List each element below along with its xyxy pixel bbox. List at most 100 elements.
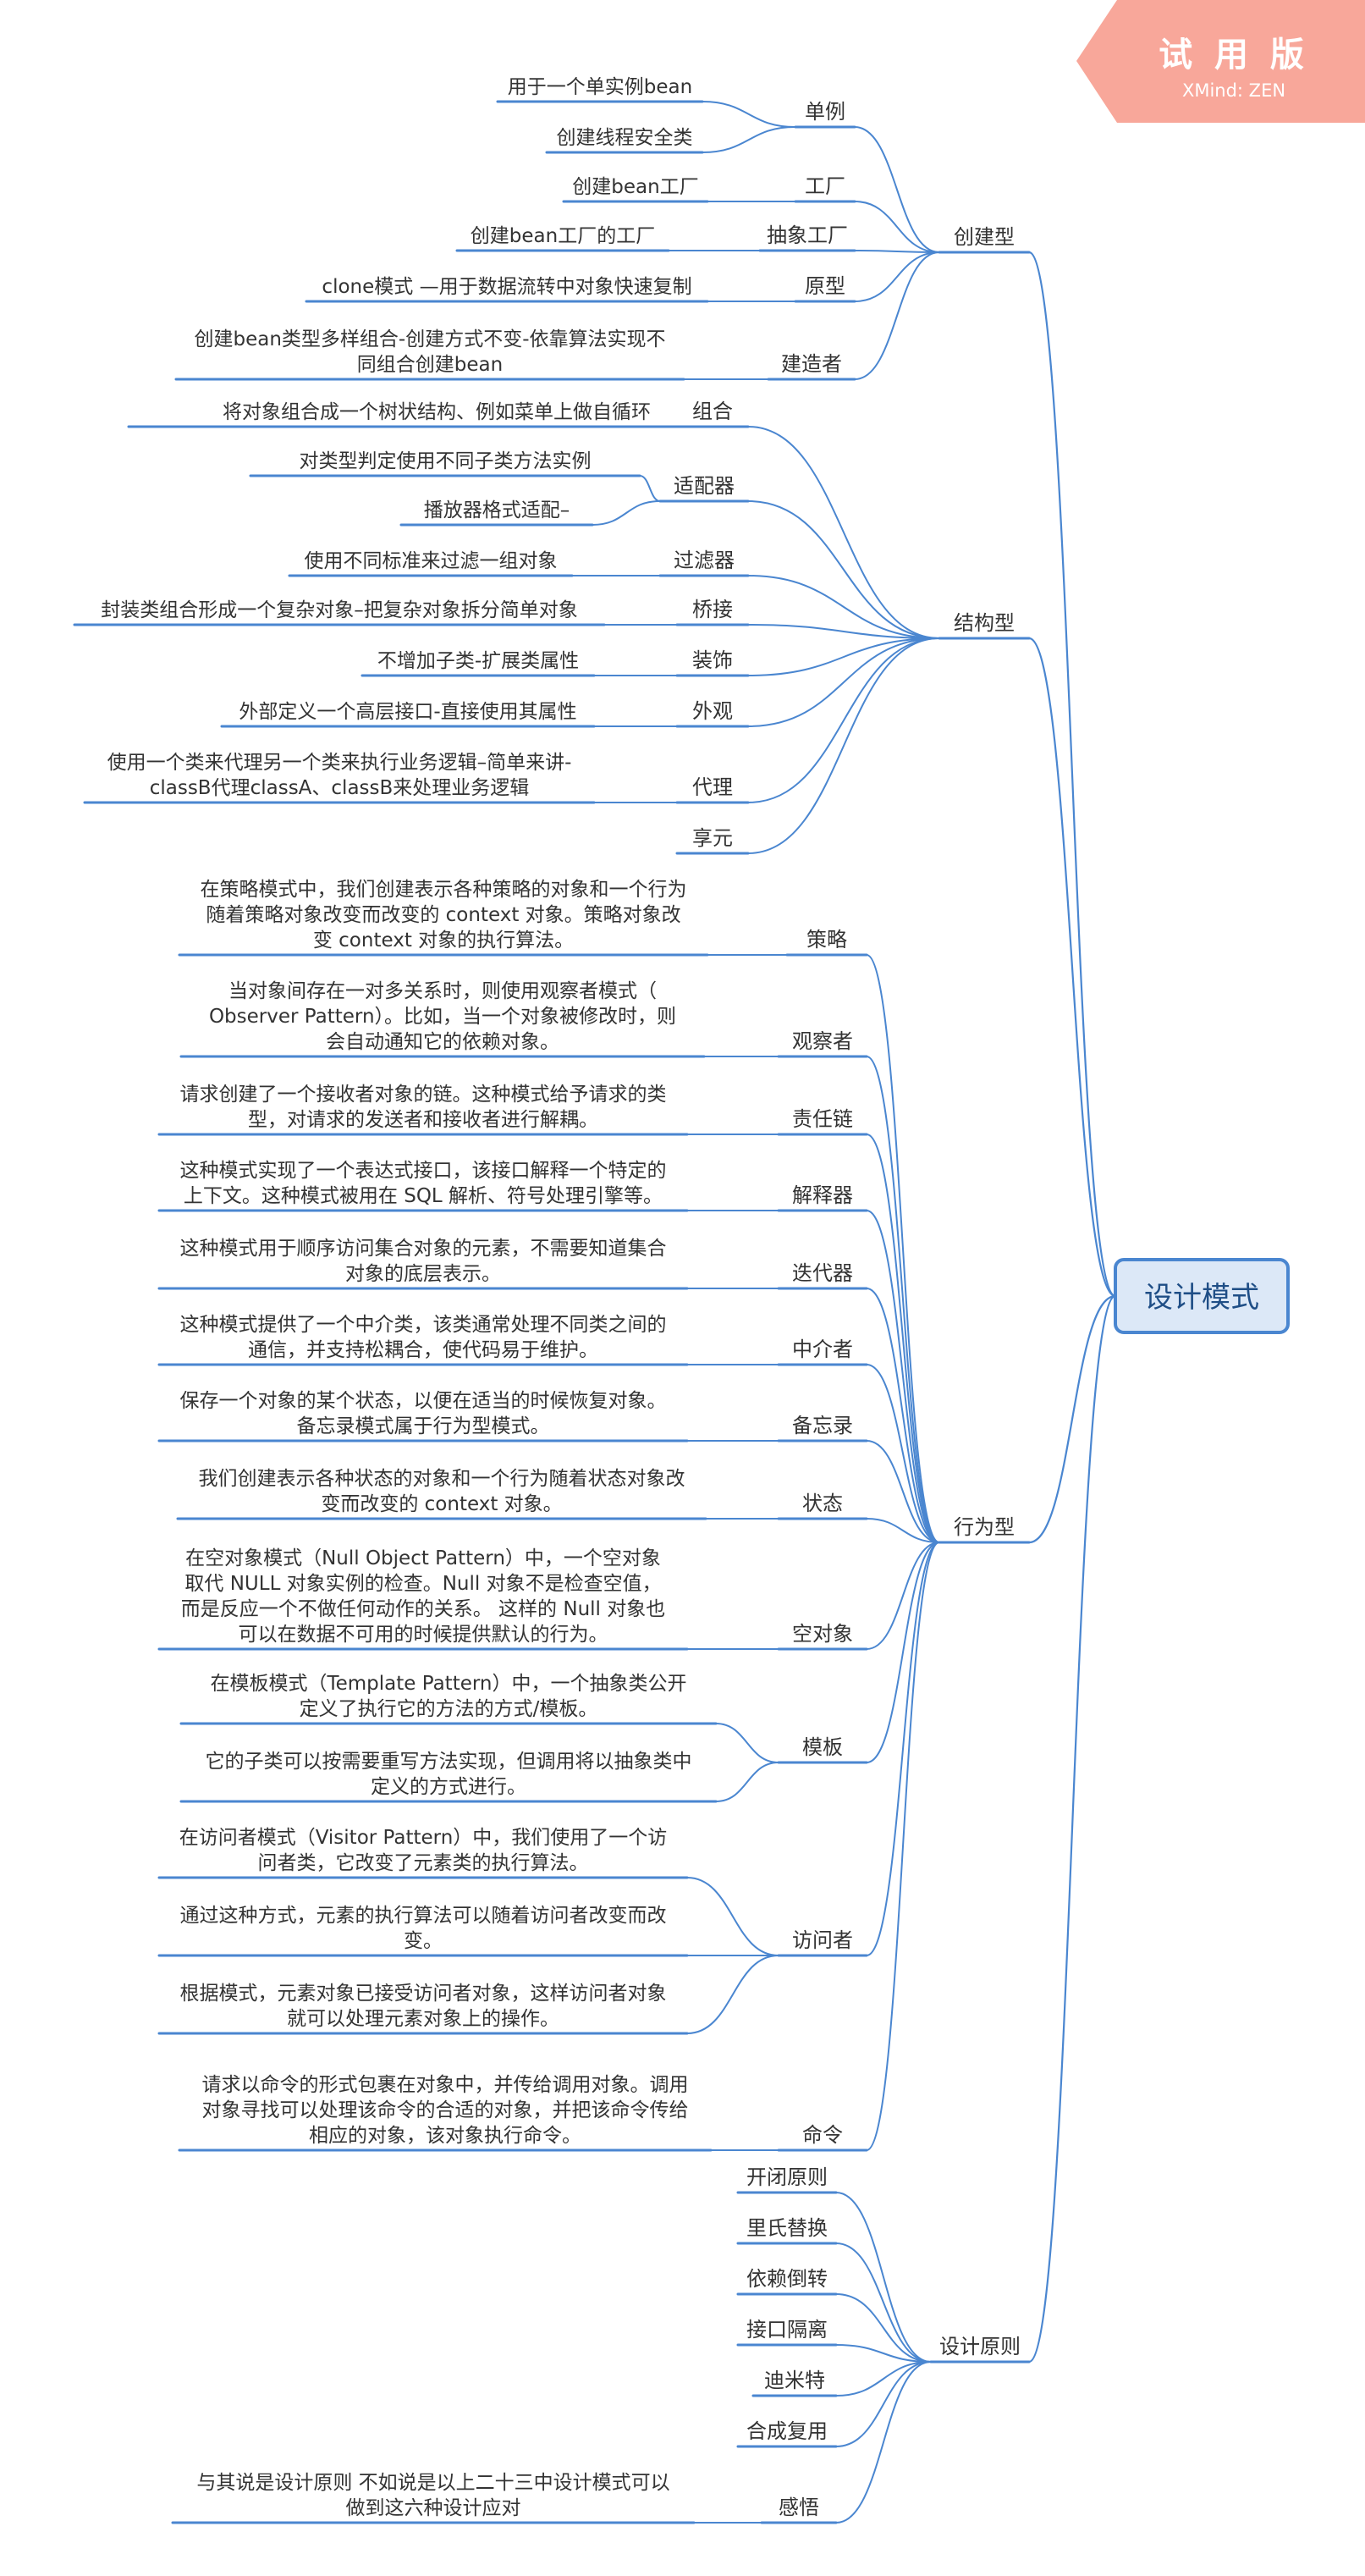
- topic-struct-6: 代理: [692, 775, 733, 799]
- topic-behavior-11: 命令: [802, 2123, 843, 2147]
- leaf-text: 请求以命令的形式包裹在对象中，并传给调用对象。调用: [202, 2074, 689, 2096]
- root-node[interactable]: [1114, 1258, 1290, 1334]
- connector-line: [592, 500, 661, 526]
- topic-principle-6: 感悟: [779, 2496, 819, 2519]
- leaf-text: 这种模式提供了一个中介类，该类通常处理不同类之间的: [180, 1314, 667, 1336]
- branch-behavior: 行为型: [954, 1515, 1015, 1539]
- leaf-text: 根据模式，元素对象已接受访问者对象，这样访问者对象: [180, 1983, 667, 2005]
- topic-create-1: 工厂: [805, 174, 845, 198]
- connector-line: [747, 575, 940, 639]
- trial-badge-title: 试 用 版: [1159, 36, 1309, 74]
- leaf-text: 对象的底层表示。: [345, 1263, 501, 1285]
- connector-line: [854, 251, 940, 380]
- topic-struct-3: 桥接: [692, 598, 733, 621]
- leaf-text: 将对象组合成一个树状结构、例如菜单上做自循环: [223, 401, 651, 423]
- leaf-text: 相应的对象，该对象执行命令。: [309, 2125, 581, 2147]
- connector-line: [1028, 1294, 1116, 1544]
- trial-badge-shape: [1076, 0, 1365, 123]
- connector-line: [1028, 1294, 1116, 2364]
- topic-principle-3: 接口隔离: [746, 2318, 828, 2342]
- connector-line: [702, 126, 796, 153]
- topic-principle-5: 合成复用: [746, 2419, 828, 2443]
- leaf-text: 会自动通知它的依赖对象。: [326, 1031, 559, 1053]
- topic-behavior-1: 观察者: [792, 1029, 853, 1053]
- topic-create-4: 建造者: [781, 352, 842, 376]
- leaf-text: 上下文。这种模式被用在 SQL 解析、符号处理引擎等。: [184, 1185, 663, 1207]
- connector-line: [866, 954, 940, 1543]
- connector-line: [866, 1542, 940, 1956]
- topic-create-0: 单例: [805, 100, 845, 124]
- connector-line: [747, 637, 940, 727]
- leaf-text: 在策略模式中，我们创建表示各种策略的对象和一个行为: [201, 879, 687, 901]
- connector-line: [835, 2361, 932, 2397]
- connector-line: [866, 1056, 940, 1543]
- leaf-text: 对类型判定使用不同子类方法实例: [300, 450, 592, 472]
- connector-line: [854, 251, 940, 302]
- leaf-text: 就可以处理元素对象上的操作。: [287, 2008, 559, 2030]
- topic-create-3: 原型: [805, 274, 845, 298]
- connector-line: [1028, 251, 1116, 1298]
- topic-principle-2: 依赖倒转: [746, 2267, 828, 2291]
- leaf-text: 型，对请求的发送者和接收者进行解耦。: [248, 1109, 598, 1131]
- leaf-text: 使用一个类来代理另一个类来执行业务逻辑–简单来讲-: [107, 752, 572, 774]
- connector-line: [715, 1762, 779, 1802]
- topic-behavior-0: 策略: [806, 928, 847, 952]
- connector-line: [866, 1542, 940, 1650]
- leaf-text: 与其说是设计原则 不如说是以上二十三中设计模式可以: [196, 2472, 669, 2494]
- topic-behavior-7: 状态: [802, 1492, 843, 1515]
- topic-struct-1: 适配器: [674, 474, 735, 498]
- leaf-text: 请求创建了一个接收者对象的链。这种模式给予请求的类: [180, 1084, 667, 1106]
- connector-line: [639, 475, 661, 502]
- mind-map-nodes: 设计模式创建型单例用于一个单实例bean创建线程安全类工厂创建bean工厂抽象工…: [101, 76, 1290, 2519]
- leaf-text: clone模式 —用于数据流转中对象快速复制: [322, 276, 691, 298]
- connector-line: [866, 1440, 940, 1543]
- connector-line: [835, 2242, 932, 2363]
- topic-struct-2: 过滤器: [674, 549, 735, 572]
- connector-line: [854, 201, 940, 253]
- leaf-text: 当对象间存在一对多关系时，则使用观察者模式（: [228, 980, 657, 1002]
- leaf-text: 在模板模式（Template Pattern）中，一个抽象类公开: [210, 1673, 686, 1695]
- topic-struct-7: 享元: [692, 826, 733, 850]
- connector-line: [747, 637, 940, 854]
- leaf-text: 定义的方式进行。: [371, 1776, 526, 1798]
- topic-behavior-3: 解释器: [792, 1183, 853, 1207]
- connector-line: [1028, 637, 1116, 1298]
- connector-line: [866, 1288, 940, 1543]
- topic-struct-0: 组合: [692, 400, 733, 423]
- leaf-text: 播放器格式适配–: [424, 499, 570, 521]
- leaf-text: 可以在数据不可用的时候提供默认的行为。: [239, 1624, 608, 1646]
- connector-line: [854, 126, 940, 253]
- leaf-text: 创建bean工厂: [572, 176, 698, 198]
- leaf-text: 保存一个对象的某个状态，以便在适当的时候恢复对象。: [180, 1390, 667, 1412]
- leaf-text: 创建bean工厂的工厂: [471, 225, 655, 247]
- leaf-text: 它的子类可以按需要重写方法实现，但调用将以抽象类中: [206, 1751, 692, 1773]
- topic-behavior-4: 迭代器: [792, 1261, 853, 1285]
- topic-behavior-6: 备忘录: [792, 1414, 853, 1437]
- leaf-text: 对象寻找可以处理该命令的合适的对象，并把该命令传给: [202, 2099, 689, 2121]
- connector-line: [835, 2361, 932, 2524]
- connector-line: [835, 2192, 932, 2363]
- leaf-text: 随着策略对象改变而改变的 context 对象。策略对象改: [206, 904, 680, 926]
- topic-behavior-8: 空对象: [792, 1622, 853, 1646]
- connector-line: [686, 1955, 779, 2034]
- topic-behavior-2: 责任链: [792, 1107, 853, 1131]
- root-node-label: 设计模式: [1144, 1281, 1259, 1315]
- leaf-text: 封装类组合形成一个复杂对象–把复杂对象拆分简单对象: [101, 599, 578, 621]
- leaf-text: 创建线程安全类: [557, 127, 693, 149]
- leaf-text: 定义了执行它的方法的方式/模板。: [300, 1698, 598, 1720]
- leaf-text: 这种模式用于顺序访问集合对象的元素，不需要知道集合: [180, 1238, 667, 1260]
- leaf-text: 取代 NULL 对象实例的检查。Null 对象不是检查空值，: [184, 1573, 661, 1595]
- connector-line: [747, 426, 940, 639]
- leaf-text: 使用不同标准来过滤一组对象: [305, 550, 558, 572]
- topic-struct-4: 装饰: [692, 648, 733, 672]
- leaf-text: 在空对象模式（Null Object Pattern）中，一个空对象: [185, 1547, 661, 1569]
- leaf-text: 外部定义一个高层接口-直接使用其属性: [239, 701, 576, 723]
- connector-line: [715, 1723, 779, 1763]
- topic-behavior-5: 中介者: [792, 1338, 853, 1361]
- connector-line: [854, 250, 940, 253]
- topic-principle-4: 迪米特: [764, 2369, 825, 2392]
- connector-line: [747, 500, 940, 639]
- connector-line: [835, 2293, 932, 2363]
- leaf-text: 变。: [404, 1930, 443, 1952]
